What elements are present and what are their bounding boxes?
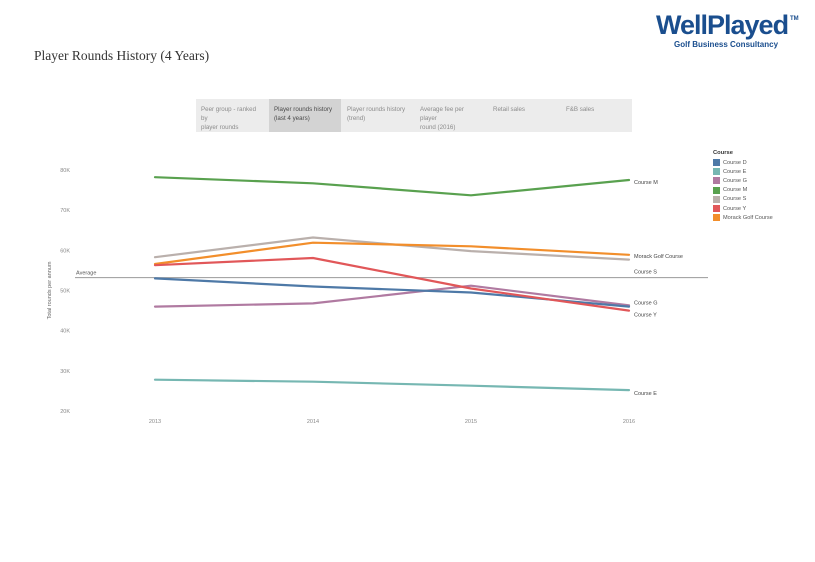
legend-label: Course M xyxy=(723,187,748,194)
y-axis-label: Total rounds per annum xyxy=(47,261,53,319)
series-line-course-g xyxy=(153,284,631,308)
legend-swatch xyxy=(713,177,720,185)
dashboard-tabs: Peer group - ranked by player rounds Pla… xyxy=(196,99,632,132)
tab-retail-sales[interactable]: Retail sales xyxy=(493,106,525,113)
series-line-course-m xyxy=(153,176,631,197)
legend-title: Course xyxy=(713,150,733,156)
series-end-label: Course Y xyxy=(634,313,657,319)
tab-peer-group[interactable]: Peer group - ranked by player rounds xyxy=(201,106,257,131)
y-tick-label: 70K xyxy=(60,208,70,214)
y-tick-label: 50K xyxy=(60,289,70,295)
series-line-course-y xyxy=(153,256,631,312)
series-end-label: Morack Golf Course xyxy=(634,254,683,260)
x-tick-label: 2014 xyxy=(307,419,319,425)
y-tick-label: 30K xyxy=(60,369,70,375)
legend-swatch xyxy=(713,186,720,194)
logo-subtitle: Golf Business Consultancy xyxy=(674,40,779,49)
tab-player-rounds-history-trend[interactable]: Player rounds history (trend) xyxy=(347,106,406,122)
series-line-morack-golf-course xyxy=(153,241,631,266)
y-tick-label: 80K xyxy=(60,168,70,174)
logo-well-text: Well xyxy=(656,10,708,40)
wellplayed-logo: WellPlayed TM Golf Business Consultancy xyxy=(656,12,801,52)
tab-average-fee[interactable]: Average fee per player round (2016) xyxy=(420,106,464,131)
legend-label: Course Y xyxy=(723,205,747,212)
series-line-course-d xyxy=(153,277,631,308)
legend-item[interactable]: Morack Golf Course xyxy=(713,213,803,222)
series-end-label: Course S xyxy=(634,270,657,276)
average-label: Average xyxy=(76,271,96,277)
y-tick-label: 40K xyxy=(60,329,70,335)
logo-played-text: Played xyxy=(707,10,789,40)
x-tick-label: 2013 xyxy=(149,419,161,425)
tab-player-rounds-history-last-4-years[interactable]: Player rounds history (last 4 years) xyxy=(269,99,341,132)
series-line-course-e xyxy=(153,378,631,392)
logo-wordmark: WellPlayed xyxy=(656,10,789,40)
series-end-label: Course M xyxy=(634,180,658,186)
x-tick-label: 2015 xyxy=(465,419,477,425)
legend-item[interactable]: Course G xyxy=(713,176,803,185)
page-title: Player Rounds History (4 Years) xyxy=(34,48,210,63)
legend-label: Course G xyxy=(723,177,747,184)
legend-label: Course E xyxy=(723,168,747,175)
legend-item[interactable]: Course M xyxy=(713,186,803,195)
legend-swatch xyxy=(713,205,720,213)
legend-item[interactable]: Course D xyxy=(713,158,803,167)
legend-label: Course S xyxy=(723,196,747,203)
series-end-label: Course E xyxy=(634,391,657,397)
legend-swatch xyxy=(713,168,720,176)
x-tick-label: 2016 xyxy=(623,419,635,425)
tab-fb-sales[interactable]: F&B sales xyxy=(566,106,595,113)
legend-item[interactable]: Course E xyxy=(713,167,803,176)
legend: Course Course D Course E Course G Course M C… xyxy=(713,150,803,222)
y-tick-label: 60K xyxy=(60,248,70,254)
logo-trademark: TM xyxy=(790,16,799,22)
legend-label: Course D xyxy=(723,159,747,166)
series-end-label: Course G xyxy=(634,300,658,306)
series-line-course-s xyxy=(153,236,631,261)
y-tick-label: 20K xyxy=(60,409,70,415)
legend-item[interactable]: Course Y xyxy=(713,204,803,213)
legend-item[interactable]: Course S xyxy=(713,195,803,204)
legend-swatch xyxy=(713,214,720,222)
legend-label: Morack Golf Course xyxy=(723,214,773,221)
legend-swatch xyxy=(713,159,720,167)
legend-swatch xyxy=(713,195,720,203)
